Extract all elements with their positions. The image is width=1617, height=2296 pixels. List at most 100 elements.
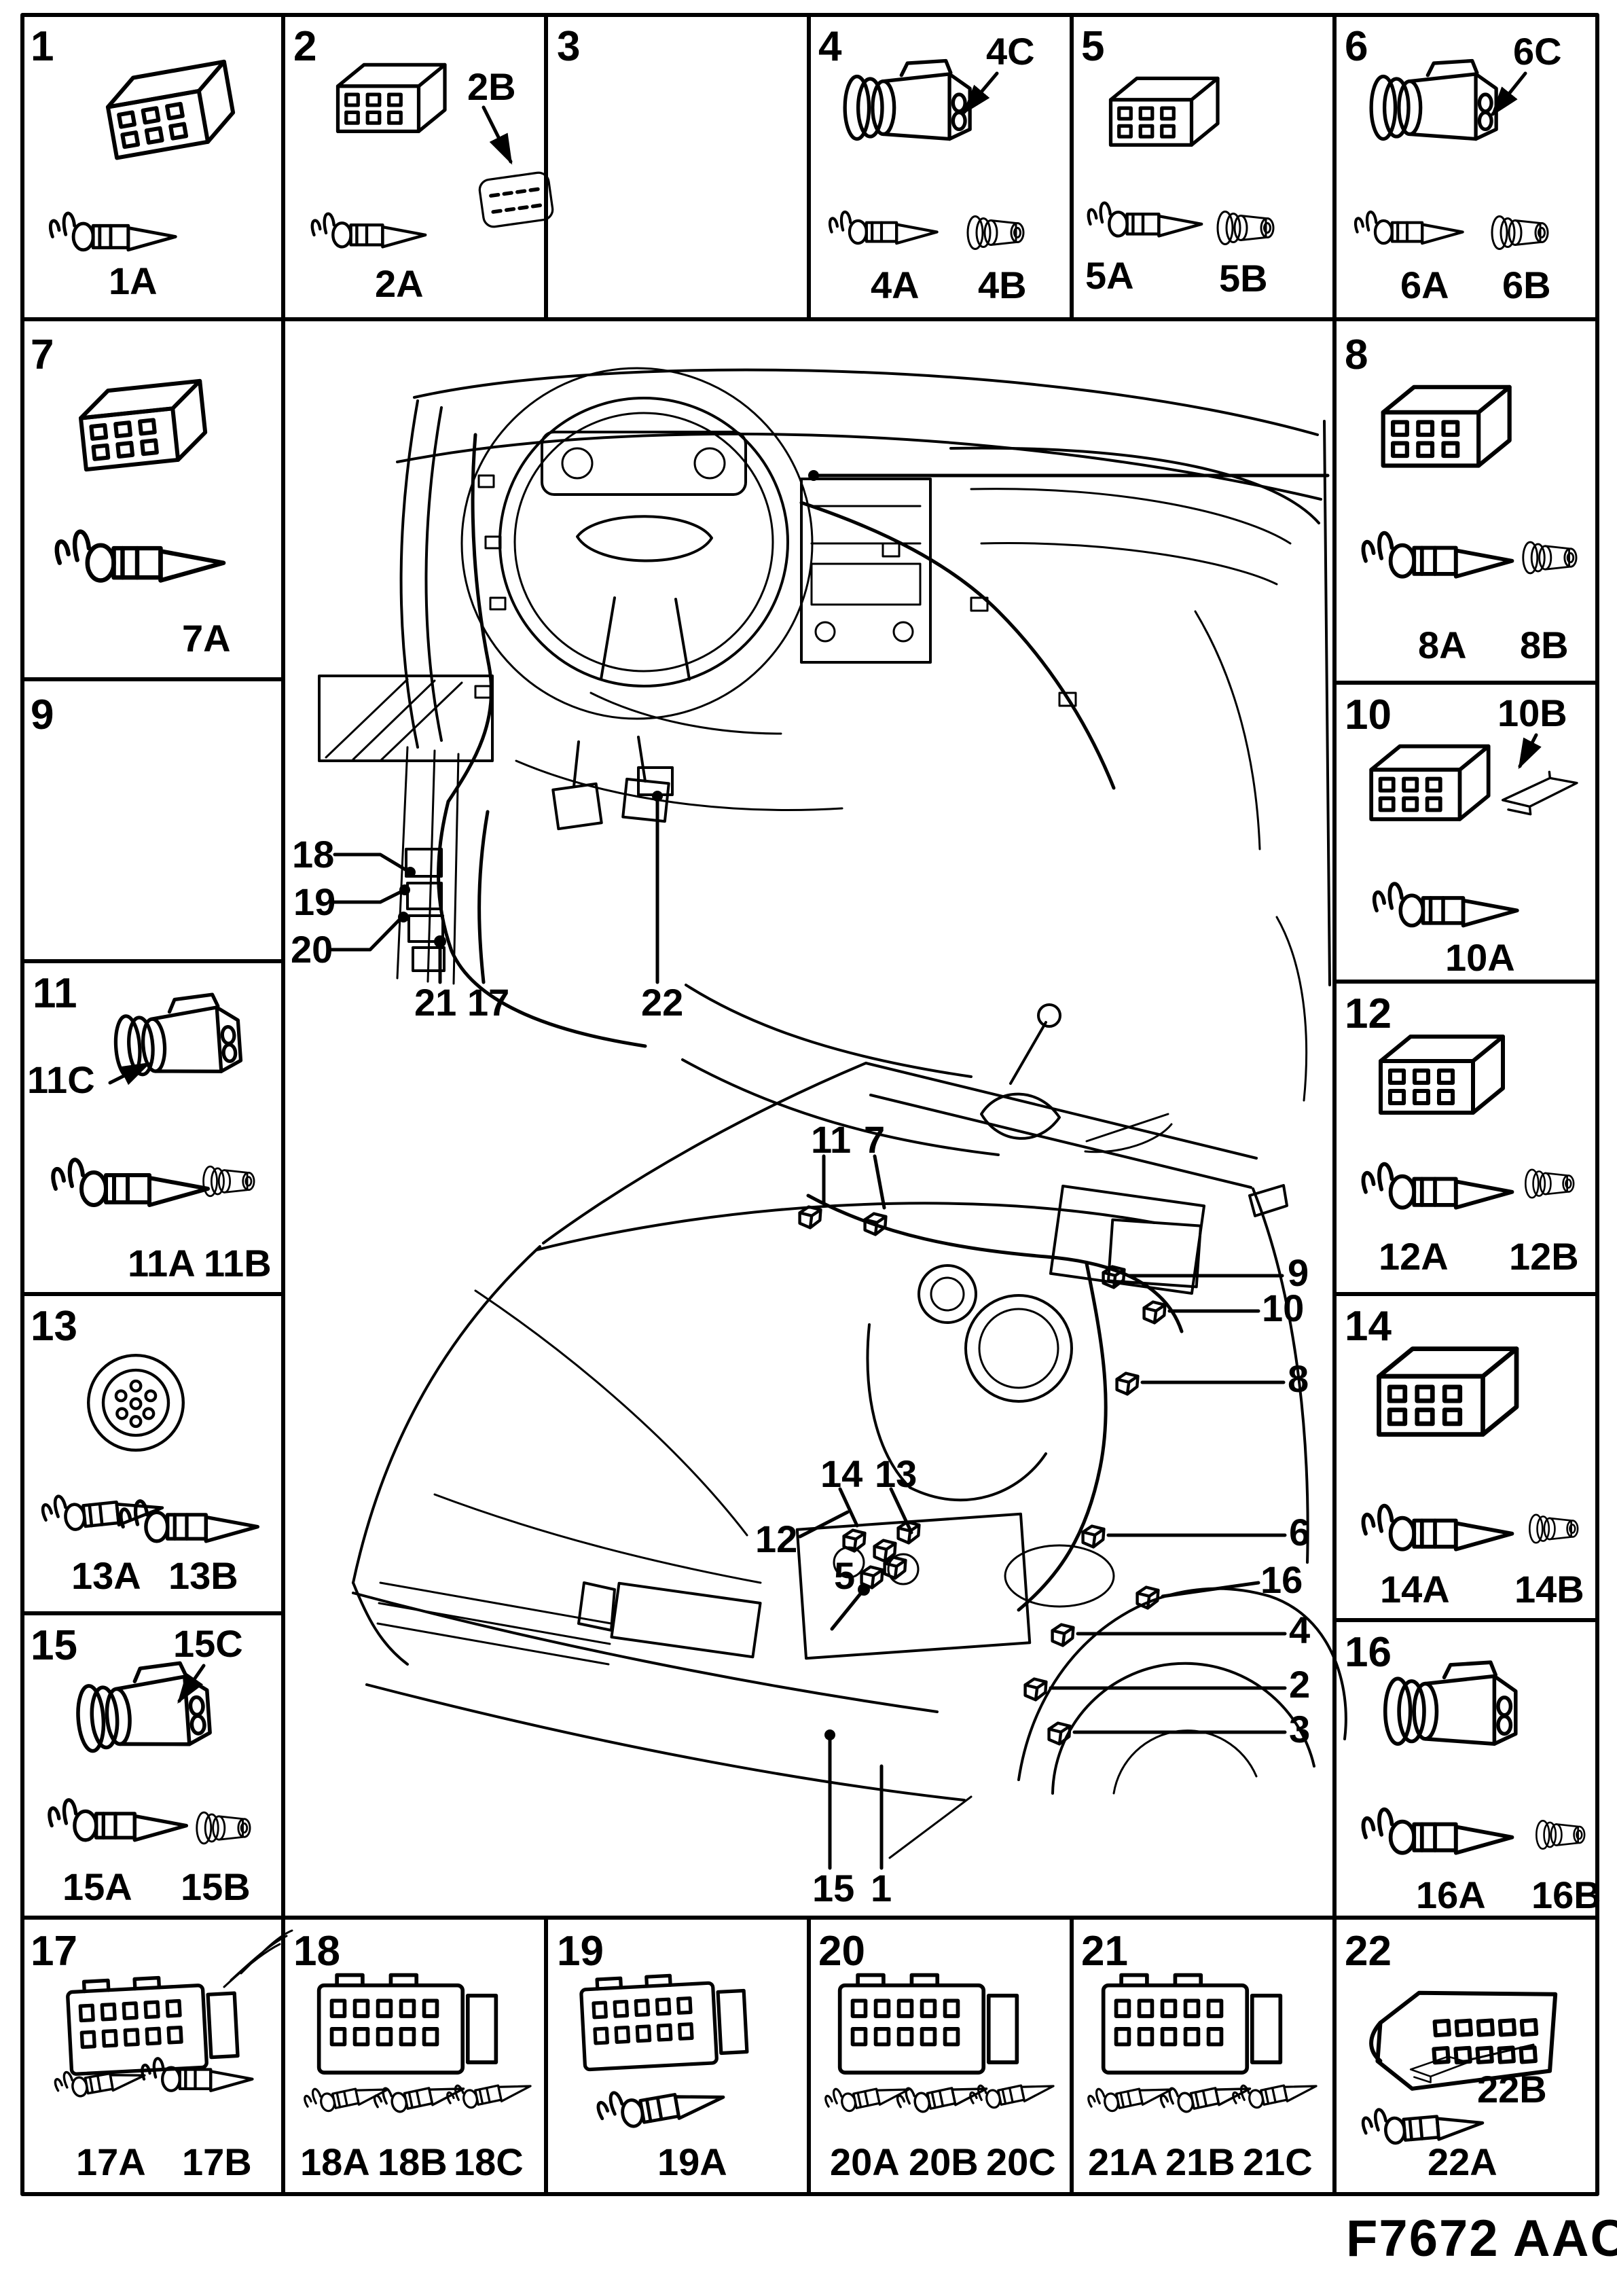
part-label-21b: 21B <box>1165 2140 1235 2183</box>
part-label-15a: 15A <box>62 1865 132 1908</box>
part-label-6b: 6B <box>1502 264 1551 306</box>
part-label-19a: 19A <box>657 2140 727 2183</box>
terminal-art <box>132 2038 258 2113</box>
connector-housing-art <box>1099 61 1241 156</box>
cell-2-number: 2 <box>293 23 317 70</box>
flat-seal-art <box>471 160 562 239</box>
part-label-4c: 4C <box>986 30 1035 73</box>
terminal-art <box>1078 182 1207 258</box>
callout-engine-3: 3 <box>1289 1708 1311 1751</box>
part-label-16b: 16B <box>1531 1873 1601 1916</box>
callout-engine-9: 9 <box>1288 1251 1309 1294</box>
part-label-6a: 6A <box>1400 264 1449 306</box>
wire-seal-art <box>1214 196 1289 260</box>
callout-engine-2: 2 <box>1289 1663 1311 1706</box>
cell-6-number: 6 <box>1345 23 1368 70</box>
wire-seal-art <box>964 200 1039 265</box>
terminal-art <box>1350 1143 1520 1231</box>
connector-housing-art <box>60 361 239 480</box>
cell-14-number: 14 <box>1345 1303 1392 1350</box>
part-label-18c: 18C <box>454 2140 524 2183</box>
cell-18-number: 18 <box>293 1928 340 1975</box>
part-label-17b: 17B <box>182 2140 252 2183</box>
callout-engine-7: 7 <box>864 1118 886 1161</box>
retainer-clip-art <box>1495 760 1585 827</box>
part-label-14a: 14A <box>1380 1568 1450 1611</box>
cell-16-number: 16 <box>1345 1629 1392 1676</box>
cell-13-number: 13 <box>31 1303 77 1350</box>
part-label-18a: 18A <box>300 2140 370 2183</box>
sealed-connector-art <box>1362 54 1518 156</box>
callout-dash-21: 21 <box>414 981 457 1024</box>
connector-housing-art <box>326 48 469 143</box>
part-label-14b: 14B <box>1514 1568 1584 1611</box>
callout-engine-6: 6 <box>1289 1511 1311 1554</box>
grid-lines <box>20 13 1599 2196</box>
part-label-20a: 20A <box>830 2140 900 2183</box>
sealed-connector-art <box>65 1652 235 1772</box>
part-label-15b: 15B <box>181 1865 251 1908</box>
terminal-art <box>42 506 232 608</box>
wire-seal-art <box>194 1797 265 1859</box>
terminal-art <box>1350 508 1520 603</box>
callout-engine-1: 1 <box>871 1867 892 1909</box>
part-label-18b: 18B <box>378 2140 448 2183</box>
terminal-art <box>820 192 943 265</box>
callout-engine-4: 4 <box>1289 1609 1311 1651</box>
part-label-21c: 21C <box>1243 2140 1313 2183</box>
part-label-16a: 16A <box>1416 1873 1486 1916</box>
part-label-12b: 12B <box>1509 1235 1579 1278</box>
cell-3-number: 3 <box>557 23 581 70</box>
callout-dash-20: 20 <box>291 928 333 971</box>
cell-1-number: 1 <box>31 23 54 70</box>
cell-8-number: 8 <box>1345 331 1368 378</box>
callout-engine-8: 8 <box>1288 1357 1309 1400</box>
terminal-art <box>37 1778 194 1863</box>
callout-dash-19: 19 <box>293 880 336 923</box>
callout-dash-22: 22 <box>641 981 684 1024</box>
cell-17-number: 17 <box>31 1928 77 1975</box>
callout-engine-13: 13 <box>875 1452 917 1495</box>
cell-9-number: 9 <box>31 692 54 738</box>
cell-12-number: 12 <box>1345 990 1392 1037</box>
terminal-art <box>302 193 431 269</box>
sealed-connector-art <box>835 54 992 156</box>
cell-11-number: 11 <box>33 970 77 1017</box>
terminal-art <box>1346 192 1468 265</box>
part-label-2a: 2A <box>375 262 424 305</box>
part-label-2b: 2B <box>467 65 516 108</box>
part-label-5b: 5B <box>1219 257 1268 300</box>
wire-seal-art <box>1533 1807 1598 1863</box>
cell-7-number: 7 <box>31 331 54 378</box>
part-label-20b: 20B <box>909 2140 979 2183</box>
round-connector-art <box>81 1348 190 1457</box>
terminal-art <box>39 1136 216 1231</box>
figure-code: F7672 AAC94 <box>1346 2210 1617 2267</box>
part-label-22a: 22A <box>1428 2140 1497 2183</box>
part-label-11b: 11B <box>204 1242 272 1285</box>
callout-engine-16: 16 <box>1260 1558 1303 1601</box>
part-label-8b: 8B <box>1520 624 1569 666</box>
part-label-13a: 13A <box>71 1554 141 1597</box>
part-label-6c: 6C <box>1513 30 1562 73</box>
cell-19-number: 19 <box>557 1928 604 1975</box>
wire-seal-art <box>200 1151 268 1211</box>
dashboard-illustration <box>318 367 1331 1295</box>
part-label-15c: 15C <box>173 1622 243 1665</box>
cell-20-number: 20 <box>818 1928 865 1975</box>
cell-10-number: 10 <box>1345 692 1392 738</box>
cell-21-number: 21 <box>1081 1928 1128 1975</box>
part-label-20c: 20C <box>986 2140 1056 2183</box>
terminal-art <box>1350 1788 1520 1876</box>
part-label-4b: 4B <box>978 264 1027 306</box>
leader-lines <box>108 71 1542 2061</box>
part-label-21a: 21A <box>1088 2140 1158 2183</box>
part-label-7a: 7A <box>182 617 231 660</box>
sealed-connector-art <box>1375 1656 1538 1761</box>
callout-engine-11: 11 <box>811 1118 852 1161</box>
wire-seal-art <box>1523 1155 1587 1213</box>
part-label-11a: 11A <box>128 1242 196 1285</box>
part-label-10a: 10A <box>1445 936 1515 979</box>
part-label-12a: 12A <box>1379 1235 1449 1278</box>
